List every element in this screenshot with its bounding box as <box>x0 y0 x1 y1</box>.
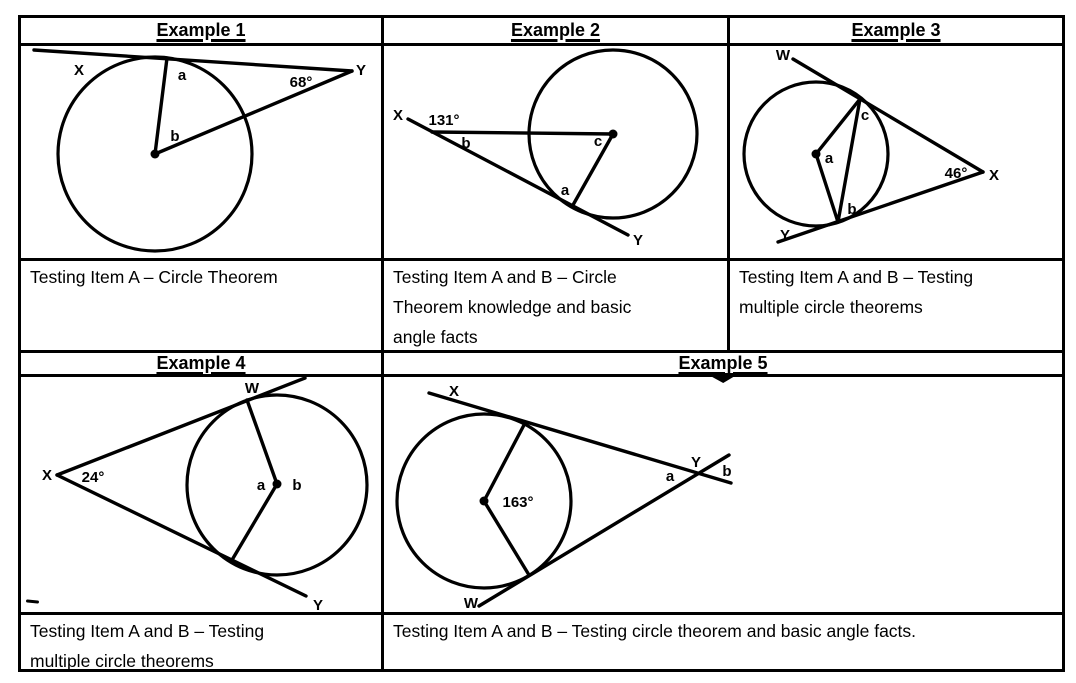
description-example-4: Testing Item A and B – Testing multiple … <box>21 615 384 669</box>
diagram-cell-example-5: X W 163° Y a b <box>384 377 1062 615</box>
description-example-5: Testing Item A and B – Testing circle th… <box>384 615 1062 669</box>
header-example-1-label: Example 1 <box>156 20 246 40</box>
tangent-line-xw <box>55 377 307 477</box>
diagram-cell-example-4: X 24° W a b Y <box>21 377 384 615</box>
label-angle-a: a <box>257 477 266 494</box>
description-line: multiple circle theorems <box>30 651 214 669</box>
description-line: Testing Item A and B – Testing <box>30 621 265 641</box>
label-x: X <box>989 167 999 184</box>
label-angle-a: a <box>825 150 834 167</box>
label-x: X <box>393 107 403 124</box>
label-angle-value: 163° <box>502 494 533 511</box>
label-x: X <box>42 467 52 484</box>
label-angle-value: 68° <box>290 74 313 91</box>
label-angle-value: 131° <box>428 112 459 129</box>
radius-to-bottom-tangent <box>230 482 279 562</box>
header-example-4: Example 4 <box>21 353 384 377</box>
tangent-line-xy <box>427 391 733 485</box>
example1-diagram: X a b 68° Y <box>32 48 366 253</box>
radius-to-tangent-point <box>153 56 169 156</box>
center-dot <box>479 496 489 506</box>
description-line: angle facts <box>393 327 478 347</box>
secant-line-y-to-center <box>153 69 354 156</box>
description-example-1: Testing Item A – Circle Theorem <box>21 261 384 353</box>
label-w: W <box>464 595 479 612</box>
chord <box>836 97 862 224</box>
radius-to-bottom-tangent <box>814 152 840 224</box>
label-y: Y <box>356 62 366 79</box>
label-angle-b: b <box>292 477 301 494</box>
center-dot <box>272 479 282 489</box>
label-y: Y <box>780 227 790 244</box>
label-y: Y <box>691 454 701 471</box>
circle <box>185 393 369 577</box>
center-dot <box>811 149 821 159</box>
label-x: X <box>449 383 459 400</box>
description-line: Testing Item A and B – Testing circle th… <box>393 621 917 641</box>
header-example-5-label: Example 5 <box>678 353 768 373</box>
diagram-cell-example-2: X 131° b c a Y <box>384 46 730 261</box>
example2-diagram: X 131° b c a Y <box>393 48 699 249</box>
line-x-to-center <box>430 130 615 136</box>
center-dot <box>150 149 160 159</box>
description-line: Theorem knowledge and basic <box>393 297 632 317</box>
label-angle-b: b <box>722 463 731 480</box>
label-x: X <box>74 62 84 79</box>
description-line: multiple circle theorems <box>739 297 923 317</box>
circle <box>742 80 890 228</box>
label-angle-value: 24° <box>82 469 105 486</box>
label-angle-a: a <box>561 182 570 199</box>
description-line: Testing Item A and B – Circle <box>393 267 617 287</box>
tangent-line-wx <box>791 57 985 174</box>
header-example-2: Example 2 <box>384 18 730 46</box>
label-w: W <box>776 47 791 64</box>
tangent-line-yx <box>776 170 985 244</box>
radius-to-tangent-point <box>571 132 615 207</box>
cursor-artifact <box>705 373 740 383</box>
label-angle-b: b <box>847 201 856 218</box>
label-w: W <box>245 380 260 397</box>
tangent-line-xy <box>32 48 354 73</box>
description-example-2: Testing Item A and B – Circle Theorem kn… <box>384 261 730 353</box>
label-angle-a: a <box>178 67 187 84</box>
label-angle-b: b <box>170 128 179 145</box>
header-example-3: Example 3 <box>730 18 1062 46</box>
diagram-cell-example-3: W c a b 46° X Y <box>730 46 1062 261</box>
label-angle-c: c <box>861 107 869 124</box>
description-example-3: Testing Item A and B – Testing multiple … <box>730 261 1062 353</box>
circle <box>395 412 573 590</box>
label-y: Y <box>633 232 643 249</box>
radius-to-top-tangent <box>814 97 862 156</box>
radius-to-bottom-tangent <box>482 499 531 577</box>
diagram-cell-example-1: X a b 68° Y <box>21 46 384 261</box>
radius-to-top-tangent <box>245 398 279 486</box>
example3-diagram: W c a b 46° X Y <box>742 47 999 244</box>
label-y: Y <box>313 597 323 612</box>
tangent-line-xy <box>406 117 630 237</box>
header-example-3-label: Example 3 <box>851 20 941 40</box>
header-example-4-label: Example 4 <box>156 353 246 373</box>
label-angle-c: c <box>594 133 602 150</box>
description-line: Testing Item A and B – Testing <box>739 267 974 287</box>
tangent-line-wy <box>477 453 731 608</box>
example4-diagram: X 24° W a b Y <box>42 377 369 612</box>
label-angle-value: 46° <box>945 165 968 182</box>
tangent-line-xy <box>55 473 308 598</box>
label-angle-b: b <box>461 135 470 152</box>
header-example-1: Example 1 <box>21 18 384 46</box>
circle-theorems-table: Example 1 Example 2 Example 3 X a b 68° … <box>18 15 1065 672</box>
example5-diagram: X W 163° Y a b <box>395 383 733 612</box>
radius-to-top-tangent <box>482 423 526 503</box>
center-dot <box>608 129 618 139</box>
header-example-2-label: Example 2 <box>510 20 601 40</box>
description-line: Testing Item A – Circle Theorem <box>30 267 278 287</box>
label-angle-a: a <box>666 468 675 485</box>
